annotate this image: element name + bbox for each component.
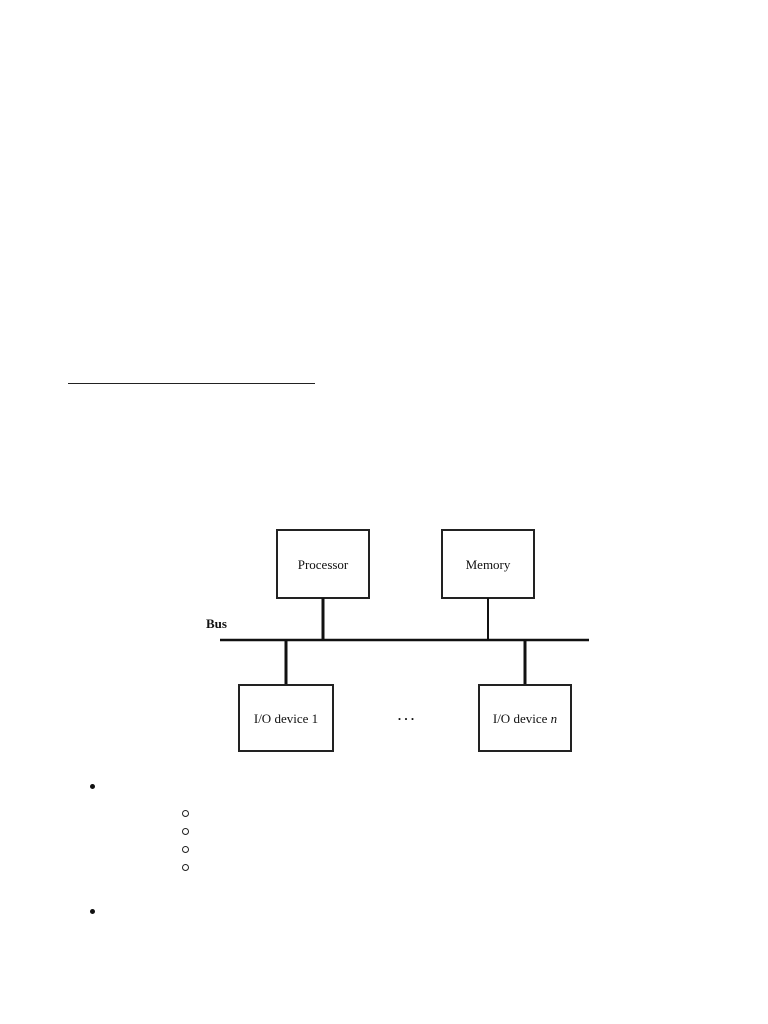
io-device-1-label: I/O device 1 <box>254 711 318 726</box>
list-item-bullet <box>88 907 98 917</box>
sub-list-item-bullet <box>181 863 191 873</box>
io-device-n-suffix: n <box>551 711 558 726</box>
memory-box <box>441 529 535 599</box>
bus-architecture-diagram: Processor Memory Bus I/O device 1 . . . … <box>195 520 595 760</box>
section-divider-line <box>68 383 315 384</box>
list-item-bullet <box>88 782 98 792</box>
processor-box <box>276 529 370 599</box>
io-device-n-label: I/O device n <box>493 711 557 726</box>
sub-list-item-bullet <box>181 845 191 855</box>
io-device-n-text: I/O device <box>493 711 548 726</box>
sub-list-item-bullet <box>181 809 191 819</box>
device-ellipsis: . . . <box>398 708 414 723</box>
bus-label: Bus <box>206 616 227 631</box>
sub-list-item-bullet <box>181 827 191 837</box>
bus-diagram-svg: Processor Memory Bus I/O device 1 . . . … <box>206 529 589 752</box>
memory-label: Memory <box>466 557 511 572</box>
processor-label: Processor <box>298 557 349 572</box>
io-device-n-box <box>478 684 572 752</box>
io-device-1-box <box>238 684 334 752</box>
